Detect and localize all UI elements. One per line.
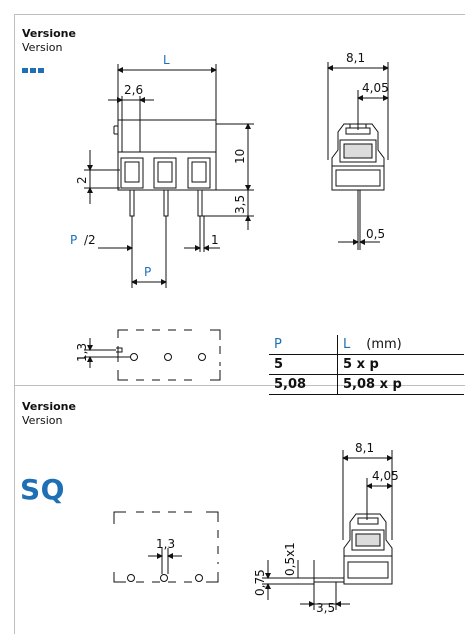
section1-title-en: Version: [22, 41, 63, 54]
dim-height: 10: [233, 149, 247, 164]
sq-pcb-layout-drawing: [113, 511, 219, 583]
dim-pitch: P: [144, 265, 151, 279]
dim-side-width: 8,1: [346, 51, 365, 65]
table-header-unit: (mm): [366, 337, 402, 352]
section-divider: [14, 385, 465, 386]
section1-title-it: Versione: [22, 27, 76, 40]
blue-dot-symbol-icon: [22, 68, 44, 73]
table-header-p: P: [269, 335, 338, 355]
front-view-drawing: [84, 64, 254, 288]
dim-sq-pin-section: 0,5x1: [283, 542, 297, 576]
dim-L: L: [163, 53, 170, 67]
dim-pitch-offset: 2,6: [124, 83, 143, 97]
dim-pcb-spacing: 1,3: [75, 343, 89, 362]
dim-two: 2: [75, 176, 89, 184]
table-header-row: P L (mm): [269, 335, 464, 355]
version-code: SQ: [20, 473, 65, 506]
section2-header: Versione Version: [22, 400, 76, 428]
section2-title-en: Version: [22, 414, 63, 427]
page-frame: [14, 14, 465, 634]
dim-sq-offset: 0,75: [253, 569, 267, 596]
section1-header: Versione Version: [22, 27, 76, 55]
dim-one: 1: [211, 233, 219, 247]
sq-side-view-labels: 8,1 4,05 0,5x1 0,75 3,5: [253, 441, 399, 615]
table-header-l: L (mm): [337, 335, 464, 355]
dim-sq-inner: 4,05: [372, 469, 399, 483]
side-view-drawing: [327, 62, 389, 250]
dim-half-pitch-p: P: [70, 233, 77, 247]
dim-sq-width: 8,1: [355, 441, 374, 455]
table-cell-l: 5 x p: [337, 354, 464, 375]
dim-sq-pin-length: 3,5: [316, 601, 335, 615]
pcb-layout-drawing: [84, 329, 221, 381]
table-cell-p: 5,08: [269, 374, 338, 395]
pitch-length-table: P L (mm) 5 5 x p 5,08 5,08 x p: [269, 335, 464, 395]
sq-side-view-drawing: [262, 450, 393, 610]
section2-title-it: Versione: [22, 400, 76, 413]
table-row: 5 5 x p: [269, 354, 464, 375]
front-view-labels: L 2,6 10 3,5 2 P /2 1 P: [70, 53, 247, 279]
table-cell-p: 5: [269, 354, 338, 375]
dim-pin-length: 3,5: [233, 195, 247, 214]
table-row: 5,08 5,08 x p: [269, 374, 464, 395]
dim-pin-thickness: 0,5: [366, 227, 385, 241]
dim-side-inner: 4,05: [362, 81, 389, 95]
table-cell-l: 5,08 x p: [337, 374, 464, 395]
side-view-labels: 8,1 4,05 0,5: [346, 51, 389, 241]
dim-half-pitch: /2: [84, 233, 96, 247]
table-header-l-label: L: [343, 337, 351, 352]
dim-sq-pcb-spacing: 1,3: [156, 537, 175, 551]
